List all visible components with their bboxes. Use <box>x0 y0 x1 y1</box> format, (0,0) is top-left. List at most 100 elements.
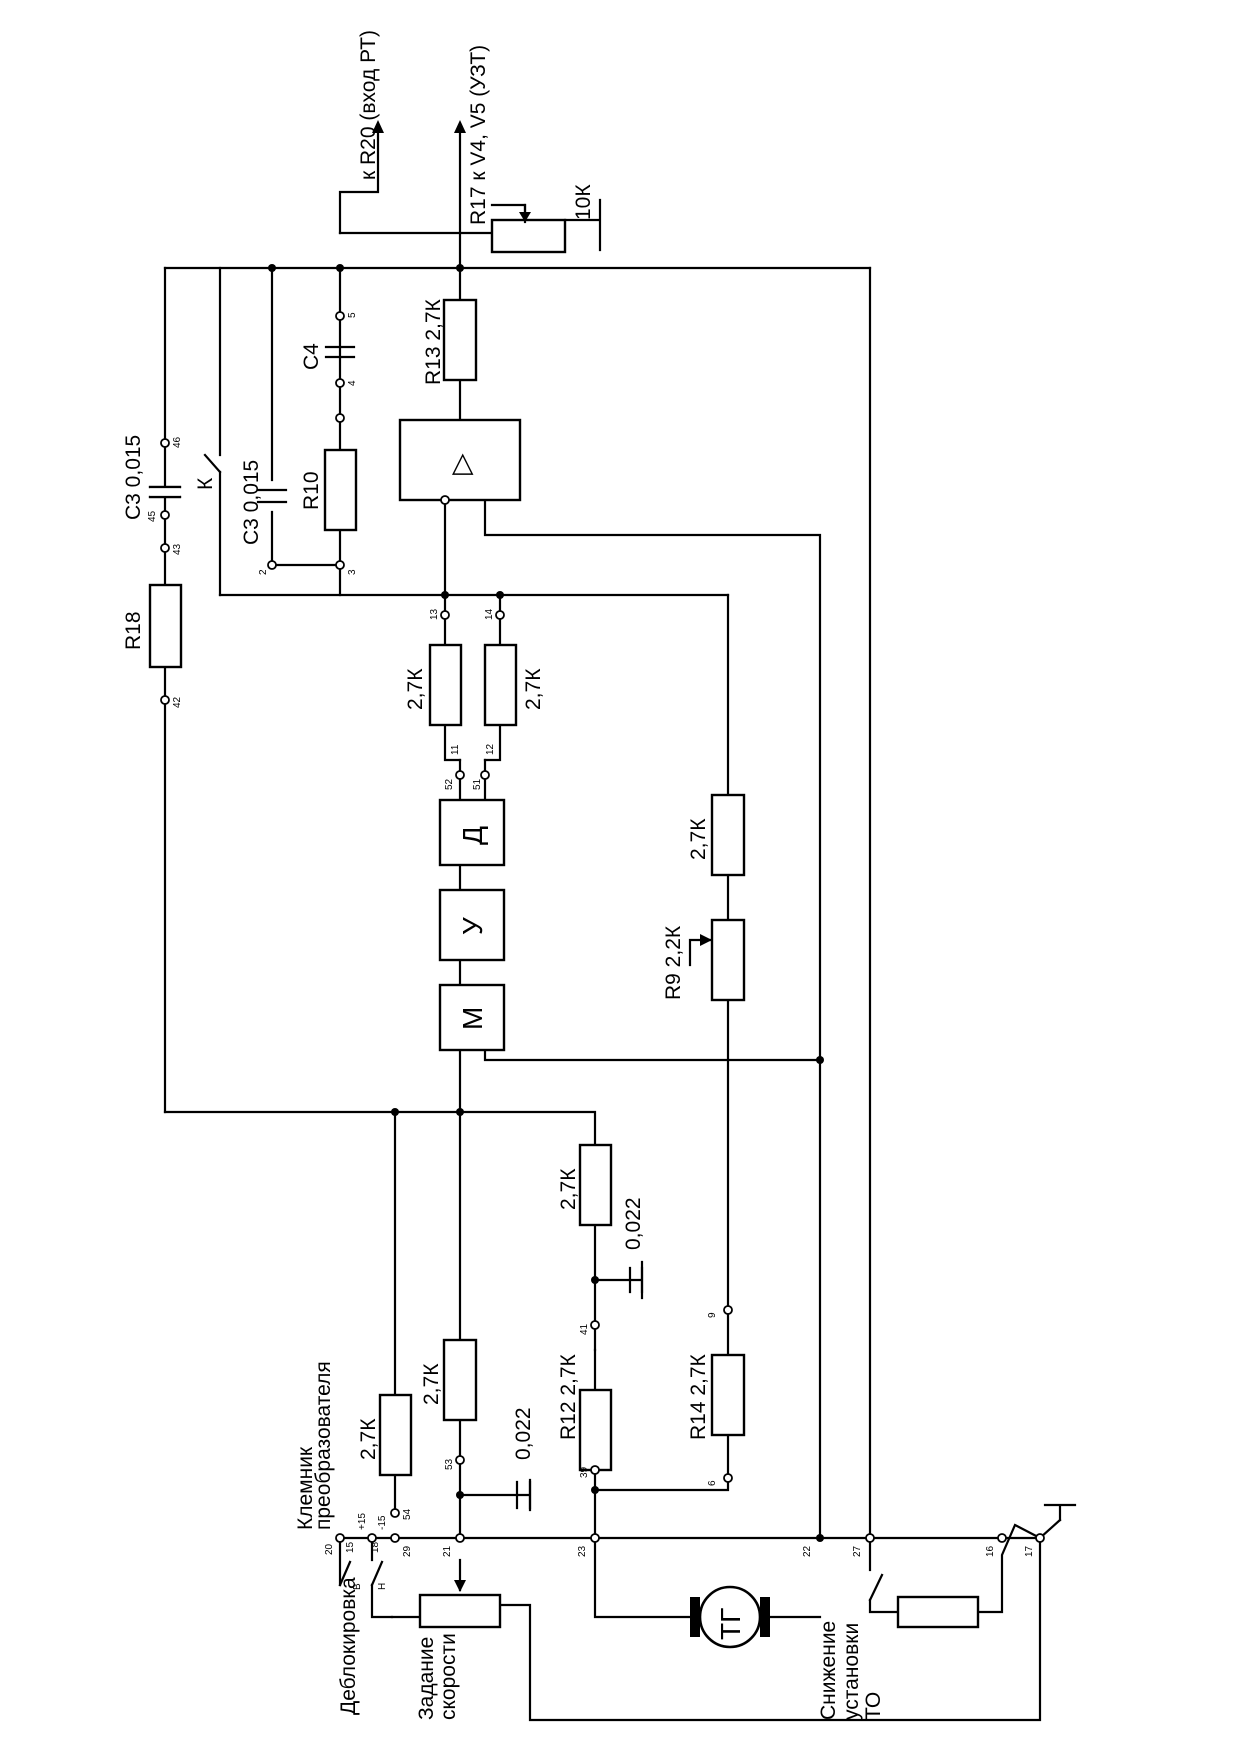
pin-h: Н <box>377 1583 388 1590</box>
label-r14: R14 2,7К <box>687 1353 710 1440</box>
pin-13: 13 <box>429 608 440 620</box>
pin-17: 17 <box>1024 1545 1035 1557</box>
r13-resistor <box>442 298 478 382</box>
label-c3b: С3 0,015 <box>240 460 263 545</box>
block-m <box>438 983 506 1052</box>
r17-potentiometer <box>490 203 567 254</box>
label-r-bl2: 2,7К <box>420 1363 443 1405</box>
labels: к R20 (вход РТ) R17 к V4, V5 (УЗТ) 10К С… <box>122 30 885 1720</box>
pin-18: 18 <box>370 1541 381 1553</box>
label-switch-k: К <box>194 477 217 490</box>
speed-potentiometer <box>418 1558 502 1629</box>
pin-46: 46 <box>172 436 183 448</box>
pin-minus15: -15 <box>377 1515 388 1530</box>
pin-21: 21 <box>442 1545 453 1557</box>
r18-resistor <box>148 583 183 669</box>
label-out-v4: R17 к V4, V5 (УЗТ) <box>467 45 490 225</box>
label-deblok: Деблокировка <box>337 1577 360 1715</box>
pin-39: 39 <box>579 1466 590 1478</box>
pin-54: 54 <box>402 1508 413 1520</box>
pin-53: 53 <box>444 1458 455 1470</box>
pin-3: 3 <box>347 569 358 575</box>
pin-15: 15 <box>345 1541 356 1553</box>
r12-resistor <box>578 1388 613 1472</box>
label-c3a: С3 0,015 <box>122 435 145 520</box>
label-out-rt: к R20 (вход РТ) <box>357 30 380 180</box>
label-preobraz: преобразователя <box>312 1361 335 1530</box>
capacitor-0022-b <box>515 1480 532 1510</box>
deblock-switch <box>338 1560 384 1587</box>
label-block-d: Д <box>457 826 488 845</box>
pin-45: 45 <box>147 510 158 522</box>
resistor-rc <box>578 1143 613 1227</box>
label-r9: R9 2,2К <box>662 925 685 1000</box>
pin-2: 2 <box>258 569 269 575</box>
resistor-14-12 <box>483 643 518 727</box>
pin-20: 20 <box>324 1543 335 1555</box>
label-r18: R18 <box>122 611 145 650</box>
terminals <box>160 311 1045 1543</box>
label-r12: R12 2,7К <box>557 1353 580 1440</box>
label-block-u: У <box>457 917 488 935</box>
r10-resistor <box>323 448 358 532</box>
label-zadanie1: Задание <box>415 1637 438 1720</box>
pin-43: 43 <box>172 543 183 555</box>
label-r-top-bot: 2,7К <box>557 1168 580 1210</box>
pin-numbers: 46 45 43 42 5 4 2 3 13 14 11 12 52 51 41… <box>147 312 1035 1590</box>
label-r-mid: 2,7К <box>687 818 710 860</box>
label-tg: ТГ <box>715 1608 746 1640</box>
pin-52: 52 <box>444 778 455 790</box>
pin-42: 42 <box>172 696 183 708</box>
label-r17-value: 10К <box>572 184 595 220</box>
resistor-mid <box>710 793 746 877</box>
pin-14: 14 <box>484 608 495 620</box>
pin-29: 29 <box>402 1545 413 1557</box>
resistor-bottom-left <box>378 1393 413 1477</box>
snizhenie-resistor <box>896 1595 980 1629</box>
output-arrows <box>372 120 466 133</box>
r9-potentiometer <box>688 918 746 1002</box>
pin-23: 23 <box>577 1545 588 1557</box>
label-block-m: М <box>457 1007 488 1030</box>
pin-12: 12 <box>485 743 496 755</box>
label-zadanie2: скорости <box>437 1633 460 1720</box>
label-snizh3: ТО <box>862 1692 885 1720</box>
c3-capacitor-a <box>148 485 182 499</box>
pin-plus15: +15 <box>357 1513 368 1530</box>
pin-6: 6 <box>707 1480 718 1486</box>
label-r-bl1: 2,7К <box>357 1418 380 1460</box>
pin-51: 51 <box>472 778 483 790</box>
label-c-bot1: 0,022 <box>622 1197 645 1250</box>
pin-41: 41 <box>579 1323 590 1335</box>
amplifier-block <box>398 418 522 502</box>
label-r13: R13 2,7К <box>422 298 445 385</box>
resistor-bottom-main <box>442 1338 478 1422</box>
snizhenie-switch <box>868 1573 884 1602</box>
pin-22: 22 <box>802 1545 813 1557</box>
c4-capacitor <box>324 345 356 359</box>
r14-resistor <box>710 1353 746 1437</box>
label-r10: R10 <box>300 471 323 510</box>
pin-16: 16 <box>985 1545 996 1557</box>
pin-4: 4 <box>347 380 358 386</box>
label-snizh1: Снижение <box>817 1621 840 1720</box>
label-c4: С4 <box>300 343 323 370</box>
pin-v: В <box>352 1583 363 1590</box>
label-snizh2: установки <box>840 1623 863 1720</box>
c3-capacitor-b <box>256 488 288 504</box>
label-amp: ▷ <box>445 453 476 475</box>
pin-9: 9 <box>707 1312 718 1318</box>
switch-k <box>203 453 222 474</box>
label-r-pair2: 2,7К <box>522 668 545 710</box>
label-c-bot2: 0,022 <box>512 1407 535 1460</box>
resistor-13-11 <box>428 643 463 727</box>
pin-27: 27 <box>852 1545 863 1557</box>
tachogenerator <box>690 1585 770 1649</box>
block-d <box>438 798 506 867</box>
pin-11: 11 <box>450 744 461 755</box>
capacitor-0022-a <box>628 1266 644 1294</box>
block-u <box>438 888 506 962</box>
pin-5: 5 <box>347 312 358 318</box>
label-klemnik: Клемник <box>294 1446 317 1530</box>
